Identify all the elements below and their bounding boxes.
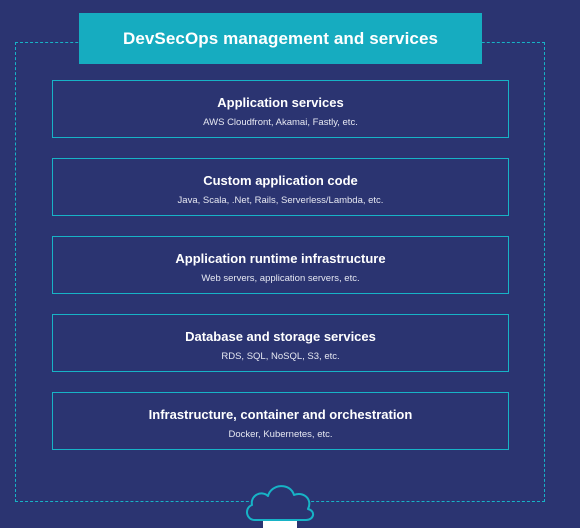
layer-title: Application runtime infrastructure [175,251,386,266]
layer-subtitle: Java, Scala, .Net, Rails, Serverless/Lam… [177,195,384,206]
layer-application-runtime-infrastructure: Application runtime infrastructure Web s… [52,236,509,294]
layer-subtitle: AWS Cloudfront, Akamai, Fastly, etc. [203,117,358,128]
layer-custom-application-code: Custom application code Java, Scala, .Ne… [52,158,509,216]
devsecops-header-title: DevSecOps management and services [122,28,439,48]
layer-infrastructure-container-orchestration: Infrastructure, container and orchestrat… [52,392,509,450]
layer-title: Custom application code [203,173,358,188]
cloud-icon [246,485,314,528]
layer-title: Application services [217,95,344,110]
layer-subtitle: RDS, SQL, NoSQL, S3, etc. [221,351,340,362]
layer-application-services: Application services AWS Cloudfront, Aka… [52,80,509,138]
layer-database-and-storage-services: Database and storage services RDS, SQL, … [52,314,509,372]
layer-subtitle: Web servers, application servers, etc. [201,273,360,284]
layer-subtitle: Docker, Kubernetes, etc. [228,429,333,440]
layer-title: Database and storage services [185,329,376,344]
devsecops-header-banner: DevSecOps management and services [79,13,482,64]
layer-title: Infrastructure, container and orchestrat… [148,407,413,422]
